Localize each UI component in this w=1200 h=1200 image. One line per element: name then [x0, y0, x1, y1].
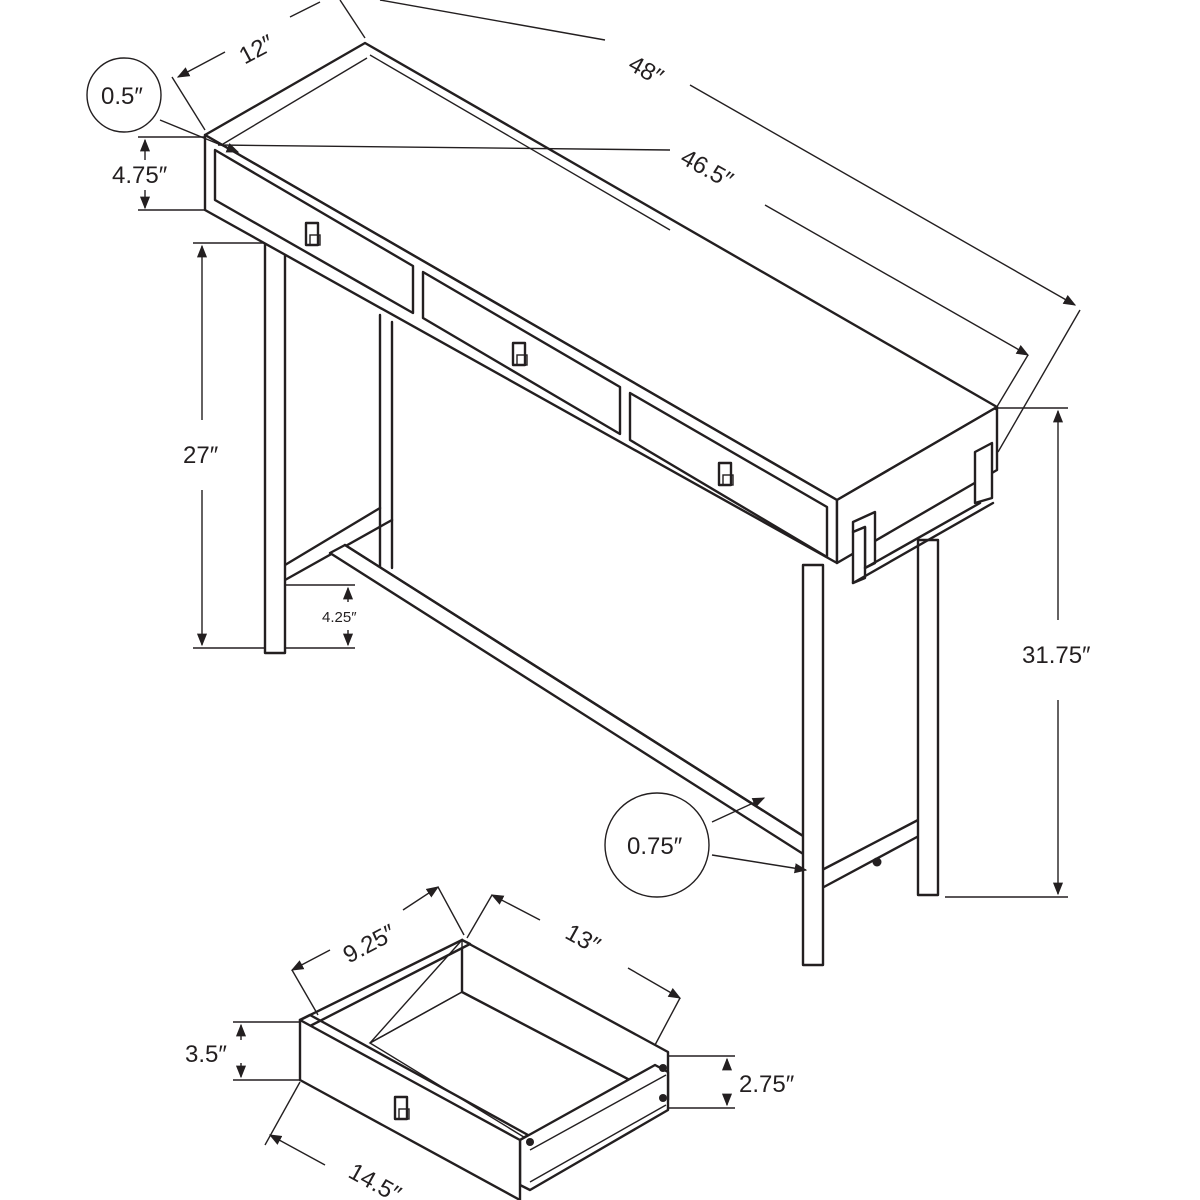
leg-thickness-bubble: [604, 792, 710, 898]
drawer-handle: [393, 1095, 410, 1121]
drawer-fronts: [213, 148, 829, 559]
drawer: [298, 938, 670, 1200]
drawer-length-label: 13″: [561, 919, 605, 960]
drawer-inner-depth-label: 9.25″: [339, 919, 401, 969]
bottom-stretcher: [328, 543, 824, 859]
drawer-handle: [304, 221, 321, 247]
overall-height-label: 31.75″: [1022, 642, 1091, 669]
top-thickness-label: 0.5″: [101, 83, 143, 110]
overall-width-label: 48″: [624, 50, 668, 91]
dimension-lines: [138, 0, 1081, 898]
drawer-handle: [717, 461, 734, 487]
back-left-leg: [378, 313, 394, 577]
inner-width-label: 46.5″: [676, 144, 738, 195]
apron-height-label: 4.75″: [112, 162, 168, 189]
console-table: [203, 41, 999, 967]
depth-label: 12″: [235, 30, 279, 71]
drawer-front-height-label: 3.5″: [185, 1041, 227, 1068]
drawer-handle: [511, 341, 528, 367]
back-right-leg: [916, 538, 940, 897]
stretcher-height-label: 4.25″: [322, 609, 357, 626]
drawer-front-width-label: 14.5″: [344, 1158, 406, 1200]
drawer-dimension-lines: [233, 886, 735, 1166]
drawer-side-height-label: 2.75″: [739, 1071, 795, 1098]
leg-height-label: 27″: [183, 442, 219, 469]
front-right-leg: [801, 563, 825, 967]
front-left-leg: [263, 241, 287, 655]
right-side-frame: [820, 818, 932, 890]
leg-thickness-label: 0.75″: [627, 833, 683, 860]
top-thickness-bubble: [86, 57, 162, 133]
right-leg-brackets: [851, 441, 995, 585]
